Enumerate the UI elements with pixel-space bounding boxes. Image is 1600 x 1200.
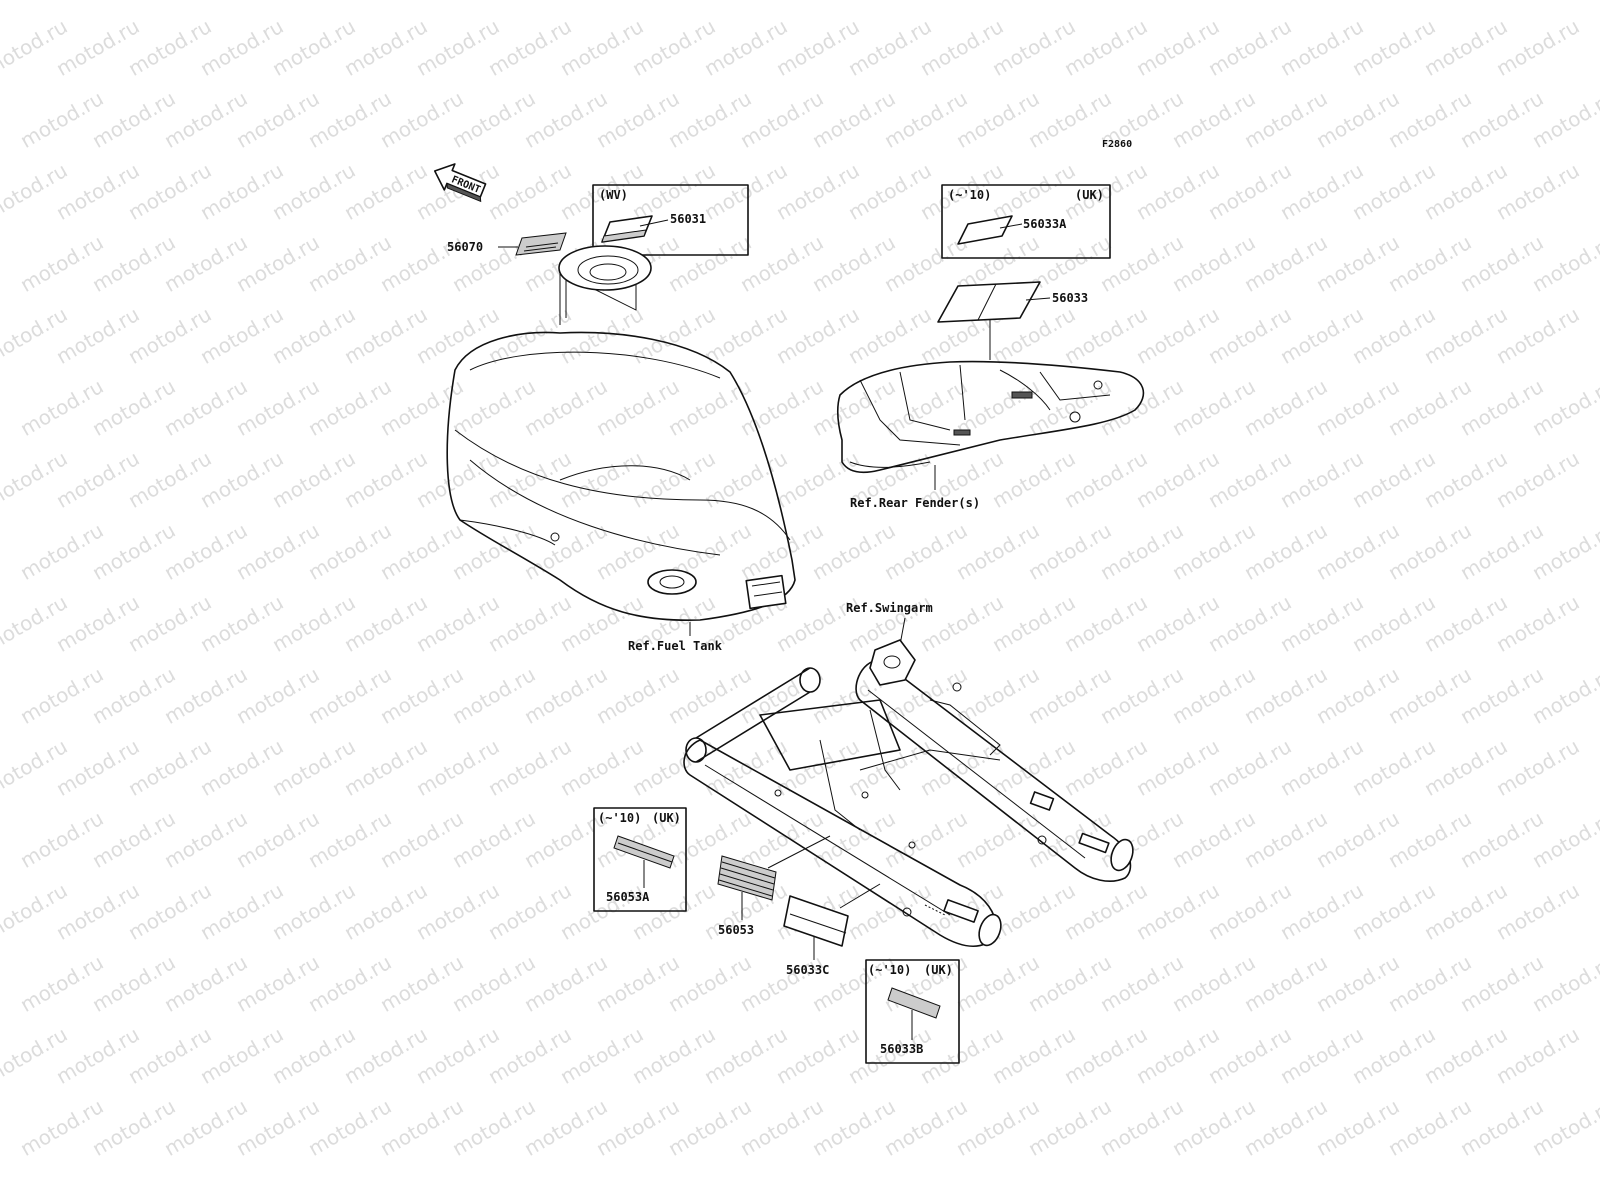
- callout-56033B: 56033B: [880, 1042, 923, 1056]
- box-uk-bottom-tag-right: (UK): [924, 963, 953, 977]
- box-uk-top-tag-left: (~'10): [948, 188, 991, 202]
- ref-fuel-tank: Ref.Fuel Tank: [628, 639, 723, 653]
- ref-swingarm: Ref.Swingarm: [846, 601, 933, 615]
- fuel-tank: Ref.Fuel Tank: [446, 245, 796, 653]
- callout-56033C: 56033C: [786, 963, 829, 977]
- label-56070: 56070: [447, 232, 567, 256]
- callout-56053A: 56053A: [606, 890, 650, 904]
- ref-rear-fender: Ref.Rear Fender(s): [850, 496, 980, 510]
- box-uk-bottom: (~'10) (UK) 56033B: [865, 959, 960, 1064]
- rear-fender: Ref.Rear Fender(s): [837, 360, 1145, 510]
- callout-56070: 56070: [447, 240, 483, 254]
- box-wv: (WV) 56031: [592, 184, 749, 256]
- box-uk-bottom-tag-left: (~'10): [868, 963, 911, 977]
- front-arrow-icon: FRONT: [433, 163, 487, 203]
- callout-56031: 56031: [670, 212, 706, 226]
- box-uk-top: (~'10) (UK) 56033A: [941, 184, 1111, 259]
- label-56033C: 56033C: [783, 895, 849, 977]
- callout-56033: 56033: [1052, 291, 1088, 305]
- box-wv-tag: (WV): [599, 188, 628, 202]
- box-uk-top-tag-right: (UK): [1075, 188, 1104, 202]
- box-uk-left-tag-left: (~'10): [598, 811, 641, 825]
- label-56033: 56033: [937, 281, 1088, 360]
- box-uk-left: (~'10) (UK) 56053A: [593, 807, 687, 912]
- box-uk-left-tag-right: (UK): [652, 811, 681, 825]
- callout-56033A: 56033A: [1023, 217, 1067, 231]
- swingarm: Ref.Swingarm: [683, 601, 1134, 947]
- label-56053: 56053: [717, 855, 777, 937]
- figure-code: F2860: [1102, 139, 1132, 150]
- callout-56053: 56053: [718, 923, 754, 937]
